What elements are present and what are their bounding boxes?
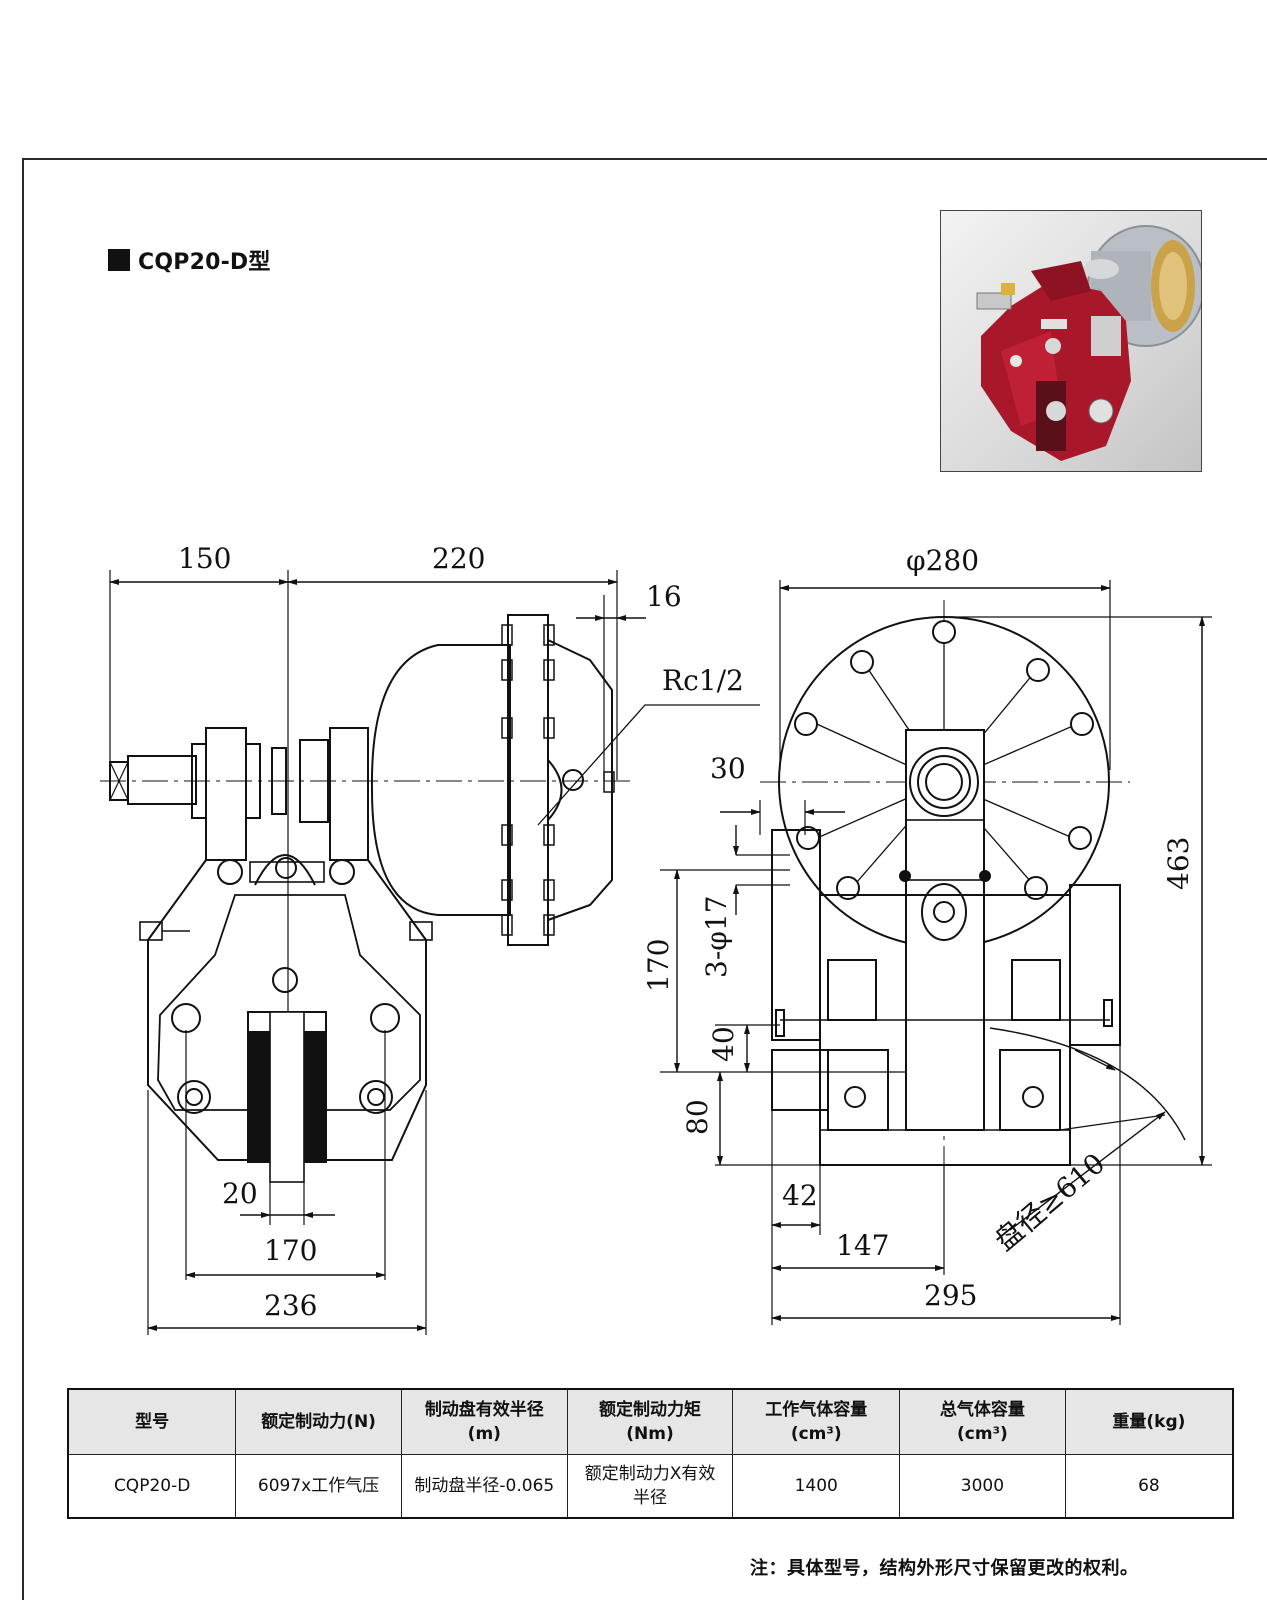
dim-phi280: φ280 bbox=[906, 544, 979, 577]
label-rc: Rc1/2 bbox=[662, 664, 744, 697]
brake-photo-illustration bbox=[976, 225, 1201, 461]
dim-30: 30 bbox=[710, 752, 746, 785]
dim-147: 147 bbox=[836, 1229, 889, 1262]
label-holes: 3-φ17 bbox=[700, 895, 733, 978]
square-bullet-icon bbox=[108, 249, 130, 271]
dim-80: 80 bbox=[681, 1099, 714, 1135]
header-total-volume: 总气体容量(cm³) bbox=[899, 1388, 1066, 1455]
header-weight: 重量(kg) bbox=[1064, 1388, 1234, 1455]
side-view bbox=[100, 570, 760, 1335]
dim-16: 16 bbox=[646, 580, 682, 613]
header-model: 型号 bbox=[67, 1388, 237, 1455]
cell-work-volume: 1400 bbox=[732, 1454, 901, 1519]
table-header-row: 型号 额定制动力(N) 制动盘有效半径(m) 额定制动力矩(Nm) 工作气体容量… bbox=[67, 1388, 1234, 1455]
dim-40: 40 bbox=[707, 1026, 740, 1062]
header-work-volume: 工作气体容量(cm³) bbox=[732, 1388, 901, 1455]
label-disc-diameter: 盘径≥610 bbox=[988, 1147, 1111, 1258]
header-radius: 制动盘有效半径(m) bbox=[400, 1388, 568, 1455]
table-row: CQP20-D 6097x工作气压 制动盘半径-0.065 额定制动力X有效半径… bbox=[67, 1454, 1234, 1519]
front-view bbox=[660, 580, 1212, 1325]
cell-model: CQP20-D bbox=[67, 1454, 237, 1519]
dim-20: 20 bbox=[222, 1177, 258, 1210]
page-frame bbox=[22, 158, 1267, 1600]
dim-236: 236 bbox=[264, 1289, 317, 1322]
footnote: 注：具体型号，结构外形尺寸保留更改的权利。 bbox=[750, 1558, 1139, 1579]
cell-force: 6097x工作气压 bbox=[235, 1454, 402, 1519]
model-heading: CQP20-D型 bbox=[108, 244, 271, 276]
header-torque: 额定制动力矩(Nm) bbox=[566, 1388, 734, 1455]
dimension-labels: 150 220 16 Rc1/2 20 170 236 φ280 30 463 … bbox=[178, 542, 1195, 1322]
cell-total-volume: 3000 bbox=[899, 1454, 1066, 1519]
model-title: CQP20-D型 bbox=[138, 250, 271, 275]
dim-170-width: 170 bbox=[264, 1234, 317, 1267]
dim-42: 42 bbox=[782, 1179, 818, 1212]
dim-220: 220 bbox=[432, 542, 485, 575]
technical-drawing: 150 220 16 Rc1/2 20 170 236 φ280 30 463 … bbox=[100, 542, 1212, 1335]
dim-295: 295 bbox=[924, 1279, 977, 1312]
cell-radius: 制动盘半径-0.065 bbox=[400, 1454, 568, 1519]
dim-463: 463 bbox=[1162, 837, 1195, 890]
spec-table: 型号 额定制动力(N) 制动盘有效半径(m) 额定制动力矩(Nm) 工作气体容量… bbox=[67, 1388, 1234, 1519]
product-photo bbox=[940, 210, 1202, 472]
header-force: 额定制动力(N) bbox=[235, 1388, 402, 1455]
cell-weight: 68 bbox=[1064, 1454, 1234, 1519]
dim-170-height: 170 bbox=[642, 939, 675, 992]
dim-150: 150 bbox=[178, 542, 231, 575]
cell-torque: 额定制动力X有效半径 bbox=[566, 1454, 734, 1519]
